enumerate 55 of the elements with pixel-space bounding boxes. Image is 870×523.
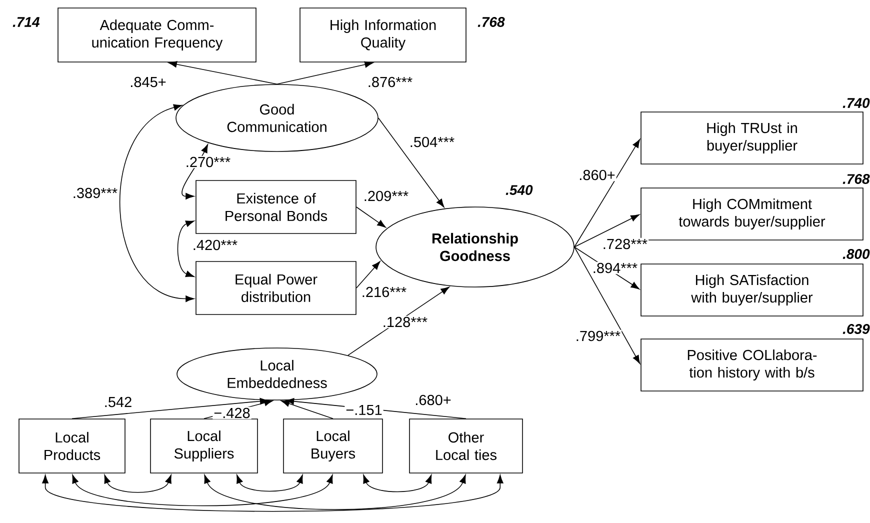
value-label: .714 bbox=[12, 17, 40, 27]
value-label: .540 bbox=[506, 185, 533, 195]
value-label: .639 bbox=[842, 324, 870, 334]
value-label: .800 bbox=[842, 249, 870, 259]
arrow bbox=[72, 398, 269, 419]
arrow bbox=[378, 118, 444, 208]
arrow bbox=[574, 214, 640, 248]
edge-label: .270*** bbox=[184, 156, 232, 168]
variable-box: Positive COLlabora- tion history with b/s bbox=[640, 338, 864, 392]
edge-label: .216*** bbox=[360, 286, 408, 298]
edge-label: .128*** bbox=[381, 316, 429, 328]
arrow bbox=[120, 104, 194, 302]
arrow bbox=[104, 474, 172, 493]
arrow bbox=[168, 61, 278, 84]
value-label: .768 bbox=[842, 174, 870, 184]
arrow bbox=[204, 474, 466, 510]
edge-label: .420*** bbox=[191, 238, 239, 252]
value-label: .740 bbox=[842, 98, 870, 108]
variable-box: High COMmitment towards buyer/supplier bbox=[640, 188, 864, 240]
arrow bbox=[363, 474, 432, 492]
edge-label: .845+ bbox=[128, 76, 168, 88]
edge-label: .209*** bbox=[362, 190, 410, 202]
arrow bbox=[574, 139, 640, 248]
arrow bbox=[72, 474, 333, 506]
arrow bbox=[42, 474, 504, 512]
variable-box: Adequate Comm- unication Frequency bbox=[58, 8, 256, 62]
arrow bbox=[177, 220, 194, 278]
arrow bbox=[182, 144, 208, 200]
edge-label: .504*** bbox=[408, 136, 456, 148]
edge-label: .799*** bbox=[574, 330, 622, 342]
variable-box: Existence of Personal Bonds bbox=[196, 180, 356, 234]
edge-label: .860+ bbox=[578, 168, 616, 182]
arrow bbox=[281, 400, 334, 419]
edge-label: −.151 bbox=[344, 404, 384, 416]
variable-box: Equal Power distribution bbox=[196, 261, 356, 315]
variable-box: High Information Quality bbox=[300, 8, 466, 62]
edge-label: .728*** bbox=[601, 238, 649, 250]
arrow bbox=[356, 206, 386, 228]
arrow bbox=[356, 261, 380, 288]
edge-label: .680+ bbox=[414, 394, 452, 406]
variable-box: Local Buyers bbox=[283, 418, 383, 474]
edge-label: −.428 bbox=[212, 406, 252, 420]
arrow bbox=[276, 61, 374, 84]
arrow bbox=[348, 286, 450, 356]
edge-label: .389*** bbox=[71, 186, 119, 200]
variable-box: Other Local ties bbox=[409, 418, 523, 474]
variable-box: Local Suppliers bbox=[150, 418, 258, 474]
arrow bbox=[574, 246, 640, 364]
edge-label: .894*** bbox=[591, 262, 639, 274]
value-label: .768 bbox=[478, 17, 505, 27]
variable-box: Local Products bbox=[18, 418, 126, 474]
edge-label: .542 bbox=[102, 396, 134, 408]
variable-box: High TRUst in buyer/supplier bbox=[640, 112, 864, 164]
arrow bbox=[236, 474, 303, 492]
variable-box: High SATisfaction with buyer/supplier bbox=[640, 264, 864, 316]
